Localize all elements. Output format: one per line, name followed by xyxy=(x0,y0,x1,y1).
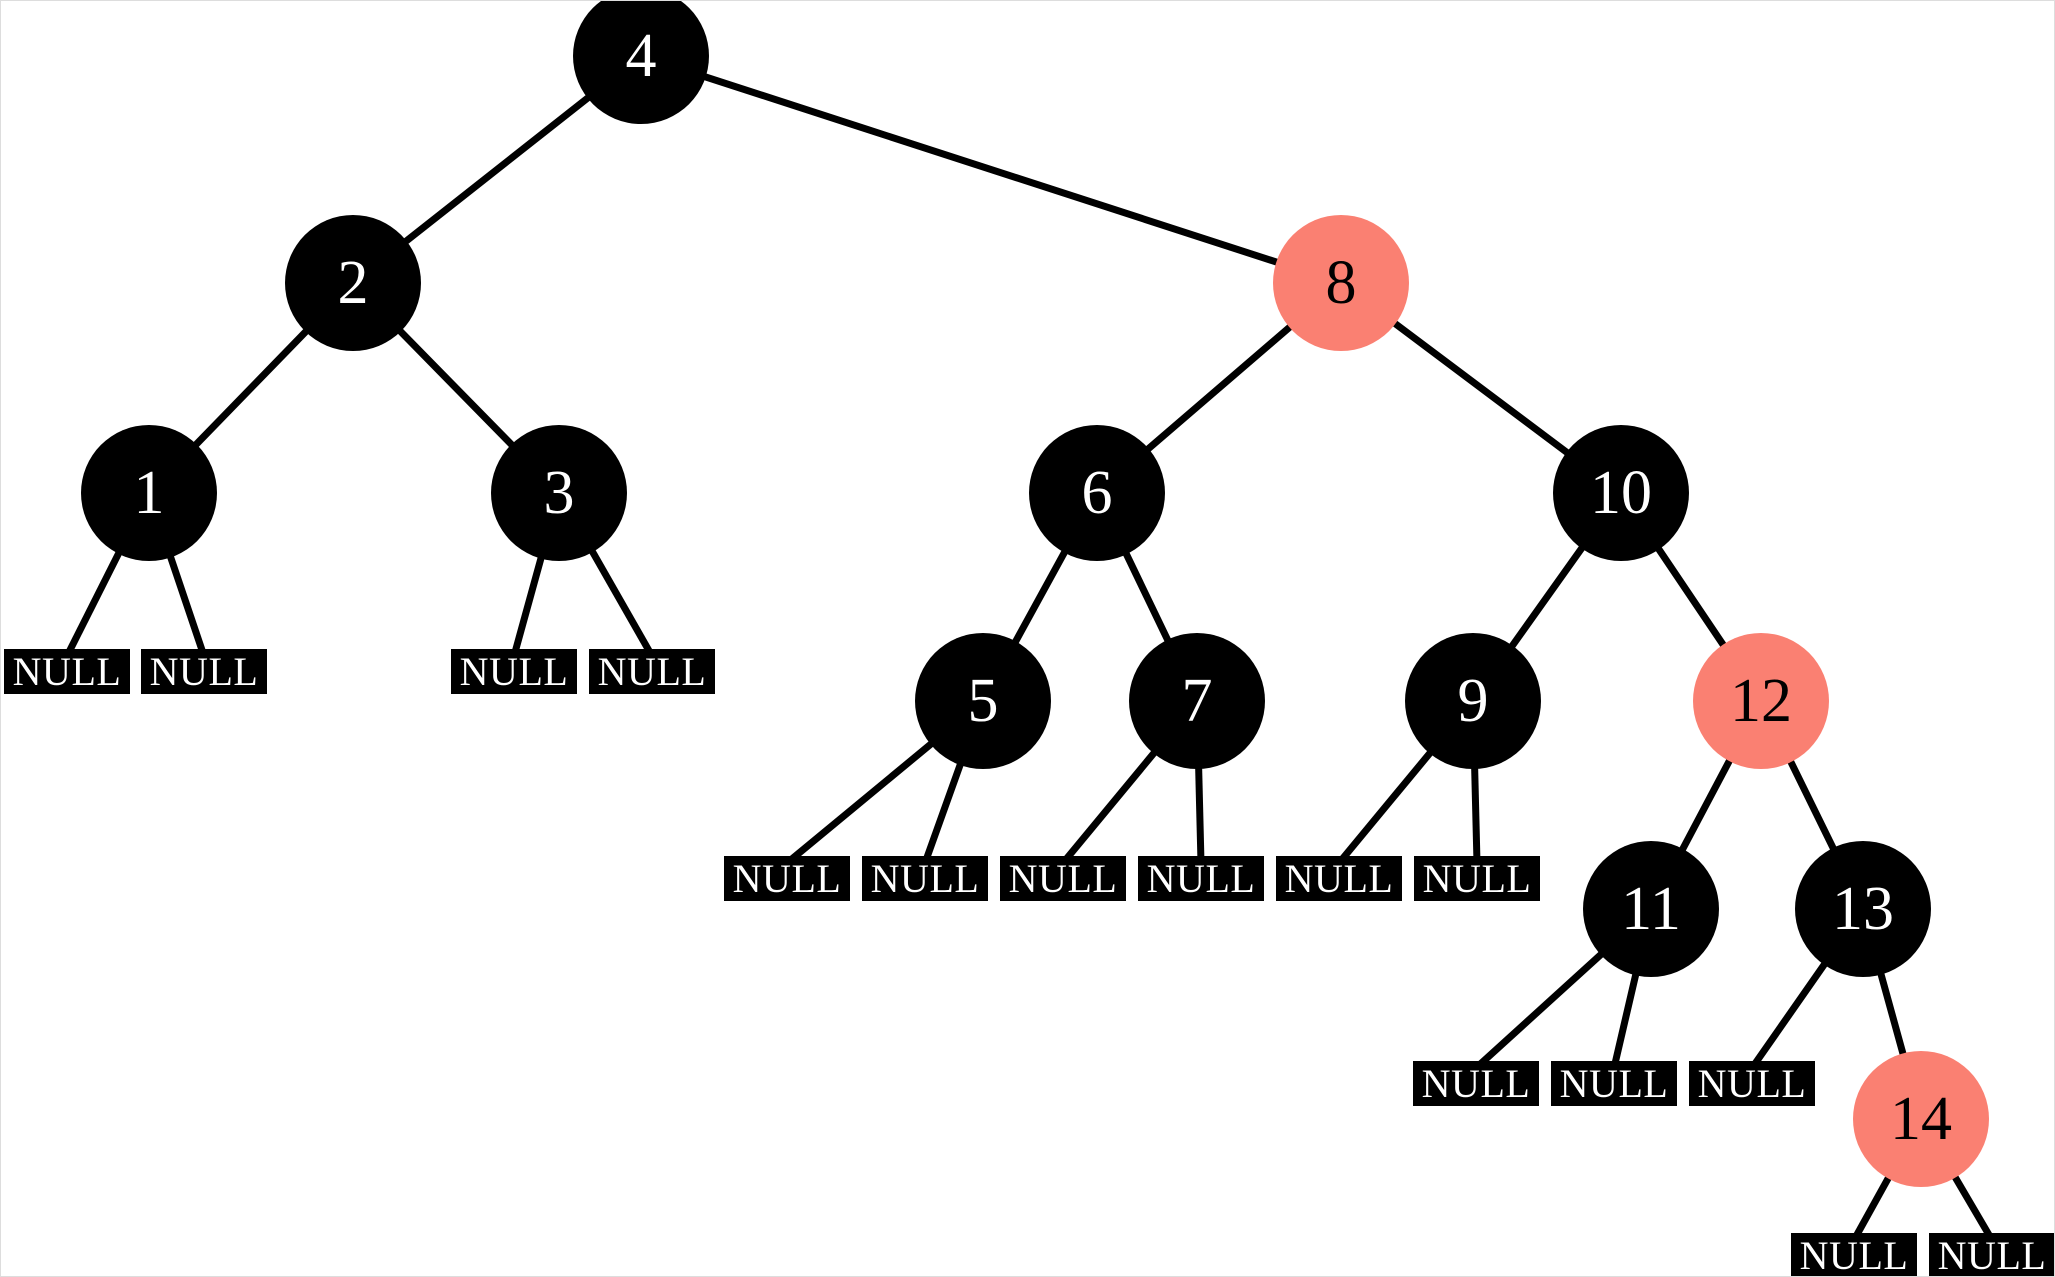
tree-node-13[interactable]: 13 xyxy=(1795,841,1931,977)
tree-node-label: 1 xyxy=(133,459,165,527)
nil-leaf: NULL xyxy=(1414,856,1540,901)
tree-node-label: 2 xyxy=(337,249,369,317)
nil-leaf: NULL xyxy=(4,649,130,694)
tree-node-5[interactable]: 5 xyxy=(915,633,1051,769)
tree-node-label: 3 xyxy=(543,459,575,527)
nil-leaf: NULL xyxy=(1000,856,1126,901)
nil-leaf: NULL xyxy=(141,649,267,694)
nil-leaf: NULL xyxy=(1138,856,1264,901)
tree-node-label: 8 xyxy=(1325,249,1357,317)
nil-leaf: NULL xyxy=(1276,856,1402,901)
tree-node-8[interactable]: 8 xyxy=(1273,215,1409,351)
nil-leaf: NULL xyxy=(1413,1061,1539,1106)
tree-node-1[interactable]: 1 xyxy=(81,425,217,561)
tree-node-label: 6 xyxy=(1081,459,1113,527)
tree-node-14[interactable]: 14 xyxy=(1853,1051,1989,1187)
tree-node-7[interactable]: 7 xyxy=(1129,633,1265,769)
tree-node-2[interactable]: 2 xyxy=(285,215,421,351)
tree-node-label: 5 xyxy=(967,667,999,735)
tree-node-9[interactable]: 9 xyxy=(1405,633,1541,769)
tree-node-11[interactable]: 11 xyxy=(1583,841,1719,977)
nil-leaf: NULL xyxy=(862,856,988,901)
nil-leaf: NULL xyxy=(1791,1233,1917,1276)
nil-leaf: NULL xyxy=(589,649,715,694)
tree-node-label: 13 xyxy=(1832,875,1894,943)
nil-leaf: NULL xyxy=(724,856,850,901)
tree-node-label: 7 xyxy=(1181,667,1213,735)
tree-node-label: 4 xyxy=(625,22,657,90)
tree-node-3[interactable]: 3 xyxy=(491,425,627,561)
tree-node-12[interactable]: 12 xyxy=(1693,633,1829,769)
nil-leaf: NULL xyxy=(451,649,577,694)
tree-node-label: 10 xyxy=(1590,459,1652,527)
tree-edge xyxy=(639,52,1343,287)
nil-leaf: NULL xyxy=(1689,1061,1815,1106)
tree-node-label: 12 xyxy=(1730,667,1792,735)
tree-node-10[interactable]: 10 xyxy=(1553,425,1689,561)
tree-node-6[interactable]: 6 xyxy=(1029,425,1165,561)
tree-node-label: 9 xyxy=(1457,667,1489,735)
nil-leaf: NULL xyxy=(1929,1233,2054,1276)
tree-node-label: 14 xyxy=(1890,1085,1952,1153)
tree-node-label: 11 xyxy=(1621,875,1681,943)
nil-leaf: NULL xyxy=(1551,1061,1677,1106)
tree-node-4[interactable]: 4 xyxy=(573,1,709,124)
